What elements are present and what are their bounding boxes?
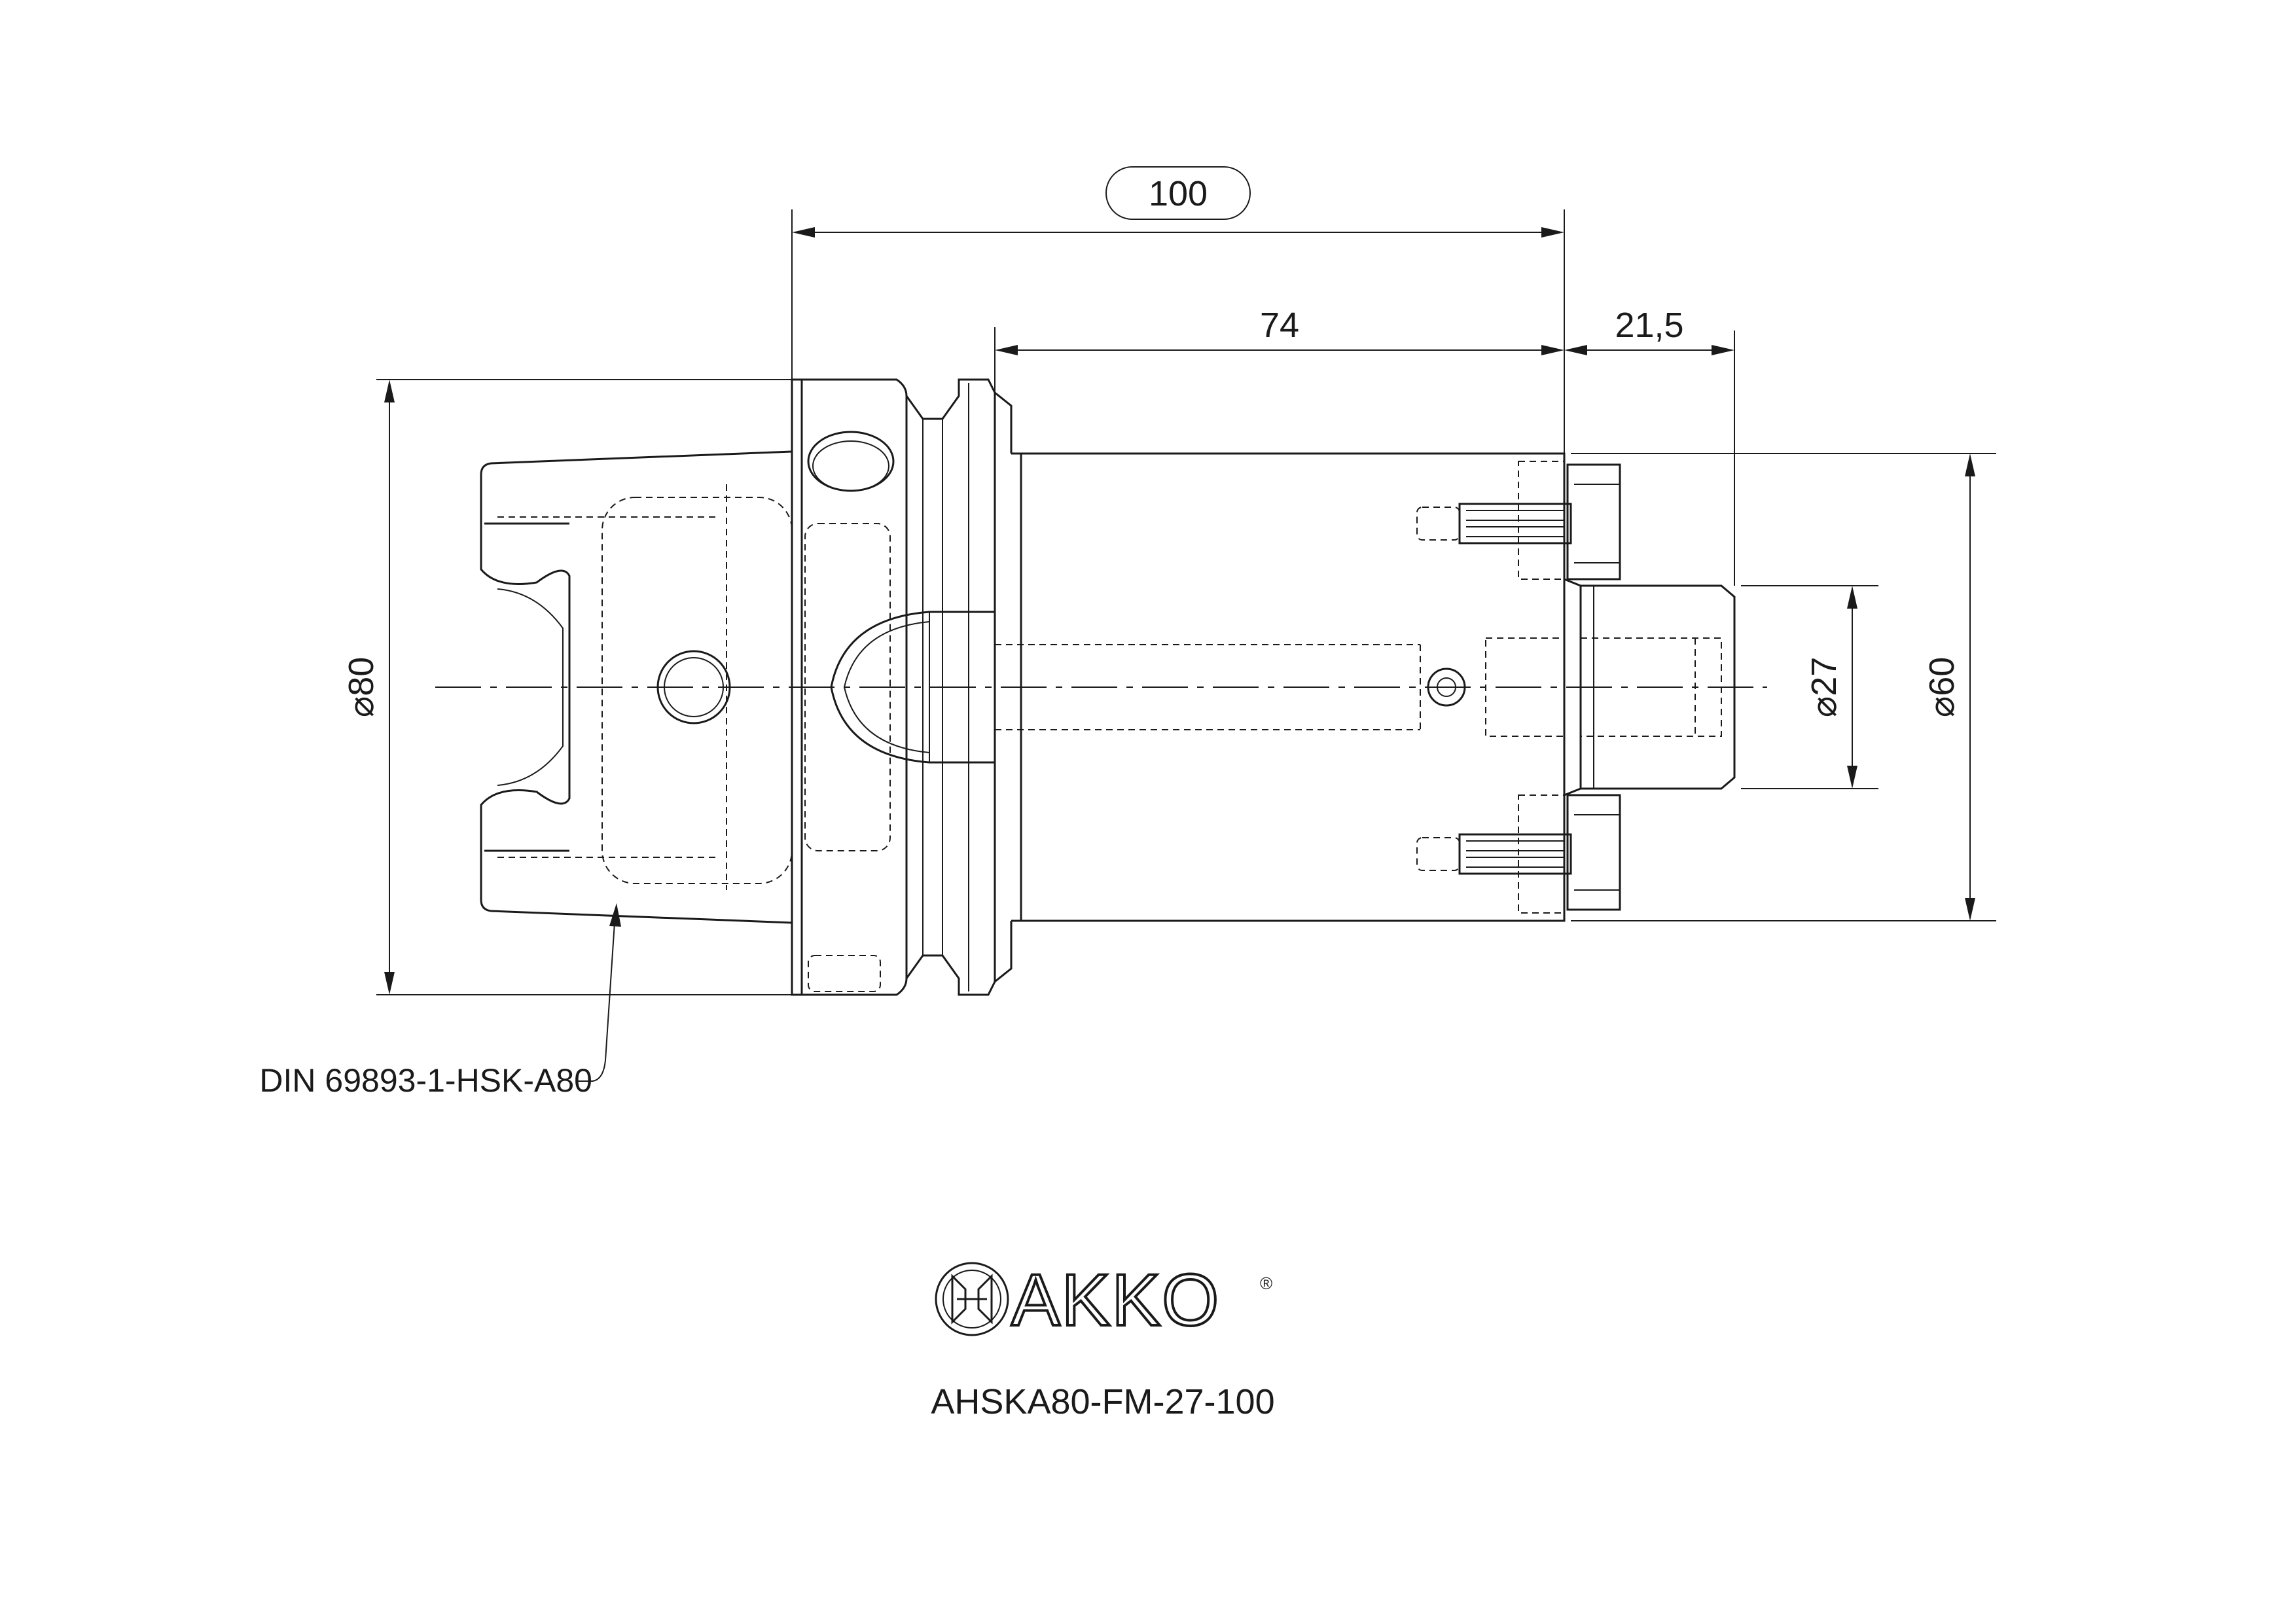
standard-callout: DIN 69893-1-HSK-A80 <box>259 903 621 1099</box>
dim-overall-length-label: 100 <box>1149 174 1208 213</box>
basic-dimension-frame <box>1105 166 1251 220</box>
dim-body-length-label: 74 <box>1260 306 1299 345</box>
dim-pilot-length-label: 21,5 <box>1615 306 1683 345</box>
registered-mark: ® <box>1260 1274 1272 1293</box>
dim-pilot-diameter: ⌀27 <box>1804 586 1857 789</box>
dim-pilot-diameter-label: ⌀27 <box>1804 657 1844 718</box>
pilot <box>1564 578 1736 796</box>
dim-body-diameter: ⌀60 <box>1922 454 1975 921</box>
drive-hole <box>656 650 731 724</box>
extension-lines <box>376 209 1996 995</box>
brand-name: AKKO <box>1011 1259 1220 1341</box>
flange <box>791 378 996 996</box>
akko-emblem-icon <box>935 1262 1009 1336</box>
brand-logo: AKKO ® <box>935 1258 1272 1342</box>
dim-body-diameter-label: ⌀60 <box>1922 657 1962 718</box>
part-code: AHSKA80-FM-27-100 <box>931 1382 1274 1421</box>
dim-body-length: 74 <box>995 306 1564 355</box>
dim-flange-diameter-label: ⌀80 <box>342 657 381 718</box>
clamping-screws <box>1416 461 1621 914</box>
cylindrical-body <box>994 391 1566 983</box>
dim-pilot-length: 21,5 <box>1564 306 1734 355</box>
set-screw <box>1427 668 1466 707</box>
dim-overall-length: 100 <box>792 166 1564 238</box>
standard-callout-label: DIN 69893-1-HSK-A80 <box>259 1062 592 1099</box>
dim-flange-diameter: ⌀80 <box>342 380 395 995</box>
